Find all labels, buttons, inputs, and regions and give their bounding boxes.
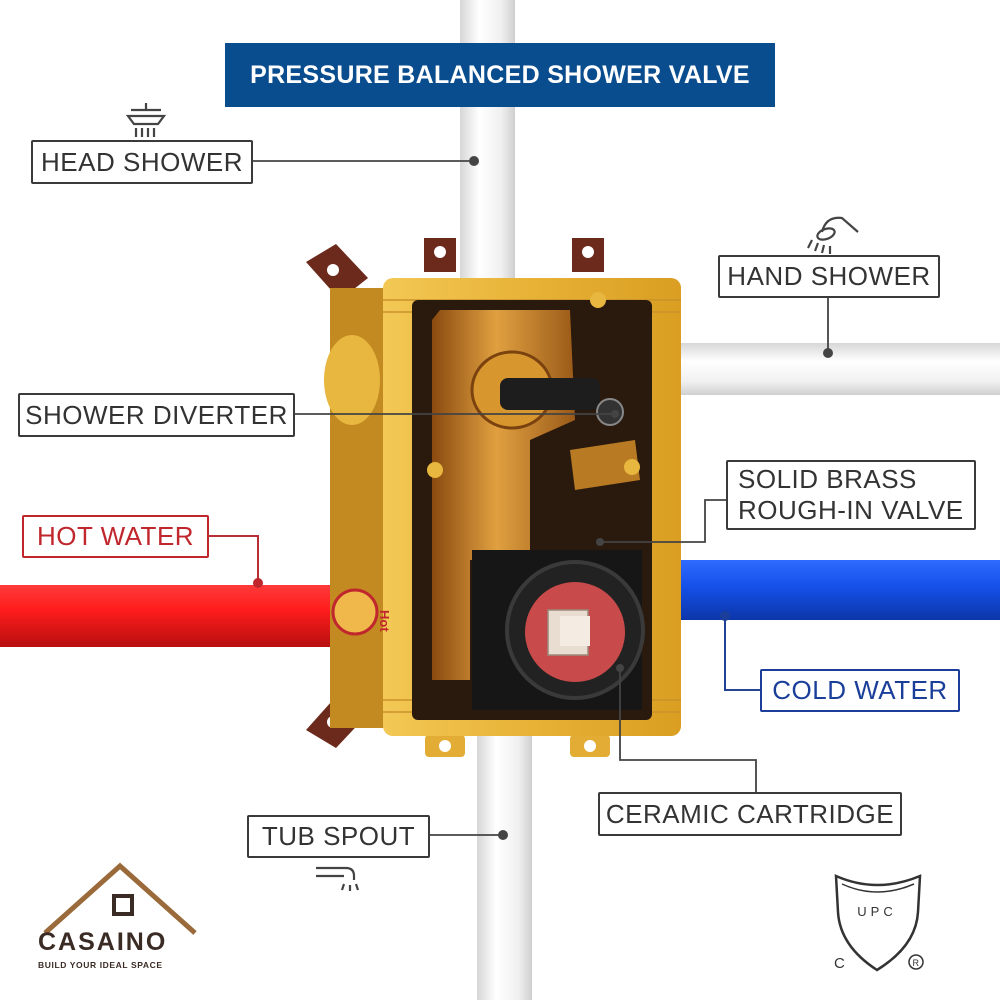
house-logo-icon <box>43 862 197 935</box>
hand-shower-icon <box>807 216 859 254</box>
hand-shower-pipe <box>670 343 1000 395</box>
tub-spout-label: TUB SPOUT <box>247 815 430 858</box>
hot-label: Hot <box>377 610 392 632</box>
page-title: PRESSURE BALANCED SHOWER VALVE <box>225 43 775 107</box>
hand-shower-label: HAND SHOWER <box>718 255 940 298</box>
ceramic-cartridge-label: CERAMIC CARTRIDGE <box>598 792 902 836</box>
upc-text: UPC <box>857 904 896 919</box>
shower-diverter-stem <box>500 378 600 410</box>
cold-water-pipe <box>660 560 1000 620</box>
shower-diverter-label: SHOWER DIVERTER <box>18 393 295 437</box>
head-shower-icon <box>125 103 167 137</box>
solid-brass-valve-label: SOLID BRASS ROUGH-IN VALVE <box>726 460 976 530</box>
cold-water-label: COLD WATER <box>760 669 960 712</box>
brand-tagline: BUILD YOUR IDEAL SPACE <box>38 960 163 970</box>
svg-text:C: C <box>834 955 845 972</box>
svg-text:R: R <box>913 958 920 968</box>
tub-spout-pipe <box>477 700 532 1000</box>
hot-water-label: HOT WATER <box>22 515 209 558</box>
tub-spout-icon <box>316 866 360 891</box>
hot-inlet <box>331 588 379 636</box>
leader-lines <box>208 160 829 836</box>
solid-brass-line-2: ROUGH-IN VALVE <box>738 495 964 525</box>
upc-shield-icon: UPC C R <box>834 874 924 972</box>
head-shower-label: HEAD SHOWER <box>31 140 253 184</box>
brand-name: CASAINO <box>38 928 168 956</box>
hot-water-pipe <box>0 585 370 647</box>
solid-brass-line-1: SOLID BRASS <box>738 464 917 494</box>
